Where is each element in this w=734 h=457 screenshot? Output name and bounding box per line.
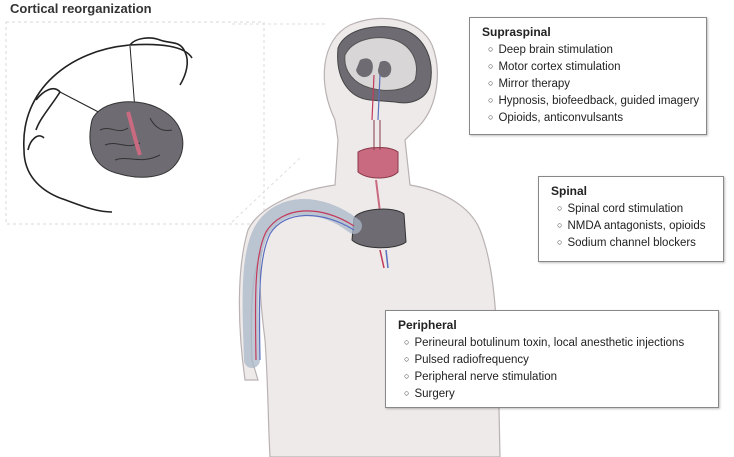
spinal-header: Spinal — [551, 184, 588, 198]
list-item: Hypnosis, biofeedback, guided imagery — [488, 93, 699, 110]
head-brain — [337, 26, 432, 121]
inset-brain — [89, 101, 184, 178]
list-item: Perineural botulinum toxin, local anesth… — [404, 335, 708, 352]
list-item: Pulsed radiofrequency — [404, 352, 708, 369]
supraspinal-header: Supraspinal — [482, 25, 551, 39]
spinal-list: Spinal cord stimulation NMDA antagonists… — [551, 201, 713, 252]
inset-dashed-frame — [5, 21, 265, 225]
supraspinal-box: Supraspinal Deep brain stimulation Motor… — [469, 17, 707, 135]
list-item: Mirror therapy — [488, 76, 696, 93]
peripheral-header: Peripheral — [398, 318, 457, 332]
peripheral-box: Peripheral Perineural botulinum toxin, l… — [385, 310, 719, 408]
list-item: Sodium channel blockers — [557, 235, 713, 252]
list-item: NMDA antagonists, opioids — [557, 218, 713, 235]
list-item: Deep brain stimulation — [488, 42, 696, 59]
cervical-cord-segment — [357, 120, 399, 179]
spinal-cord-segment — [351, 179, 407, 269]
list-item: Peripheral nerve stimulation — [404, 369, 708, 386]
list-item: Motor cortex stimulation — [488, 59, 696, 76]
peripheral-nerve — [242, 199, 362, 368]
peripheral-list: Perineural botulinum toxin, local anesth… — [398, 335, 708, 403]
cortical-reorganization-title: Cortical reorganization — [10, 1, 152, 16]
list-item: Spinal cord stimulation — [557, 201, 713, 218]
list-item: Opioids, anticonvulsants — [488, 110, 696, 127]
spinal-box: Spinal Spinal cord stimulation NMDA anta… — [538, 176, 724, 262]
supraspinal-list: Deep brain stimulation Motor cortex stim… — [482, 42, 699, 127]
homunculus-drawing — [23, 37, 193, 213]
list-item: Surgery — [404, 386, 708, 403]
